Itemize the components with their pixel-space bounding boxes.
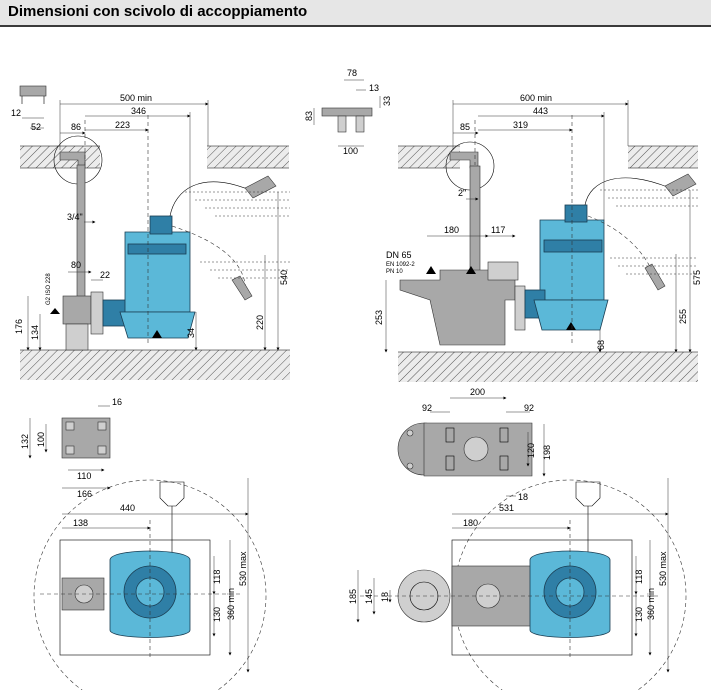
float-switch-upper (244, 175, 277, 199)
dim-18-top: 18 (518, 492, 528, 502)
top-slab-right (207, 146, 289, 168)
dim-145: 145 (364, 589, 374, 604)
thread-spec: G2 ISO 228 (46, 273, 52, 305)
dim-100: 100 (343, 146, 358, 156)
dim-134: 134 (30, 325, 40, 340)
dim-223: 223 (115, 120, 130, 130)
dim-575: 575 (692, 270, 702, 285)
dim-530-max-2: 530 max (658, 551, 668, 586)
dim-pn: PN 10 (386, 269, 403, 275)
dim-92-left: 92 (422, 403, 432, 413)
dim-132: 132 (20, 434, 30, 449)
dim-33: 33 (382, 96, 392, 106)
dim-220: 220 (255, 315, 265, 330)
dim-110: 110 (77, 471, 91, 481)
float-switch-lower (231, 275, 253, 301)
dim-80: 80 (71, 260, 81, 270)
floor (20, 350, 290, 380)
power-cable (169, 181, 251, 217)
dim-12: 12 (11, 108, 21, 118)
bracket-detail (19, 85, 47, 97)
sump-circle-left (33, 479, 267, 690)
coupling-base-casting (399, 269, 516, 346)
dim-130: 130 (212, 607, 222, 622)
left-side-view: 500 min 346 223 86 12 52 3/4" 80 22 540 … (11, 85, 290, 380)
dim-13: 13 (369, 83, 379, 93)
header-underline (0, 25, 711, 27)
dim-100-plan: 100 (36, 432, 46, 447)
dim-92-right: 92 (524, 403, 534, 413)
pump-handle-base (149, 215, 173, 235)
dim-443: 443 (533, 106, 548, 116)
pump-motor-2 (539, 219, 605, 301)
dim-500-min: 500 min (120, 93, 152, 103)
right-side-view: 78 13 33 83 100 (304, 68, 702, 382)
coupling-foot (65, 323, 89, 351)
dim-600-min: 600 min (520, 93, 552, 103)
left-plan-view: 16 132 100 110 166 440 138 530 max 360 m… (20, 397, 267, 690)
guide-rail (76, 164, 86, 299)
dim-360-min-2: 360 min (646, 588, 656, 620)
dim-117: 117 (491, 225, 505, 235)
dim-en: EN 1092-2 (386, 262, 415, 268)
dim-530-max: 530 max (238, 551, 248, 586)
dim-dn65: DN 65 (386, 250, 412, 260)
right-plan-view: 200 92 92 120 198 18 531 180 185 145 (348, 387, 687, 690)
dim-120: 120 (526, 443, 536, 458)
dim-22: 22 (100, 270, 110, 280)
dim-16: 16 (112, 397, 122, 407)
dim-180: 180 (444, 225, 459, 235)
dim-180-plan: 180 (463, 518, 478, 528)
dim-200: 200 (470, 387, 485, 397)
coupling-base (62, 295, 92, 325)
dim-85: 85 (460, 122, 470, 132)
pump-volute (119, 311, 196, 339)
dim-78: 78 (347, 68, 357, 78)
dim-68: 68 (596, 340, 606, 350)
dim-185: 185 (348, 589, 358, 604)
dim-52: 52 (31, 122, 41, 132)
dim-138: 138 (73, 518, 88, 528)
dim-18-side: 18 (380, 592, 390, 602)
dim-360-min: 360 min (226, 588, 236, 620)
dim-253: 253 (374, 310, 384, 325)
section-header: Dimensioni con scivolo di accoppiamento (0, 0, 711, 26)
dim-255: 255 (678, 309, 688, 324)
dim-346: 346 (131, 106, 146, 116)
dim-540: 540 (279, 270, 289, 285)
dim-86: 86 (71, 122, 81, 132)
coupling-flange (90, 291, 104, 335)
dim-166: 166 (77, 489, 92, 499)
dim-2-inch: 2" (458, 188, 466, 198)
dim-34: 34 (186, 328, 196, 338)
dim-118-2: 118 (634, 570, 644, 584)
top-bracket-detail (321, 107, 373, 117)
section-title: Dimensioni con scivolo di accoppiamento (8, 3, 308, 20)
dim-118: 118 (212, 570, 222, 584)
pump-rib (127, 243, 187, 255)
dim-319: 319 (513, 120, 528, 130)
float-plan (159, 481, 185, 507)
dim-531: 531 (499, 503, 514, 513)
dim-3-4-inch: 3/4" (67, 212, 83, 222)
dim-440: 440 (120, 503, 135, 513)
dim-198: 198 (542, 445, 552, 460)
dim-130-2: 130 (634, 607, 644, 622)
dim-176: 176 (14, 319, 24, 334)
dim-83: 83 (304, 111, 314, 121)
